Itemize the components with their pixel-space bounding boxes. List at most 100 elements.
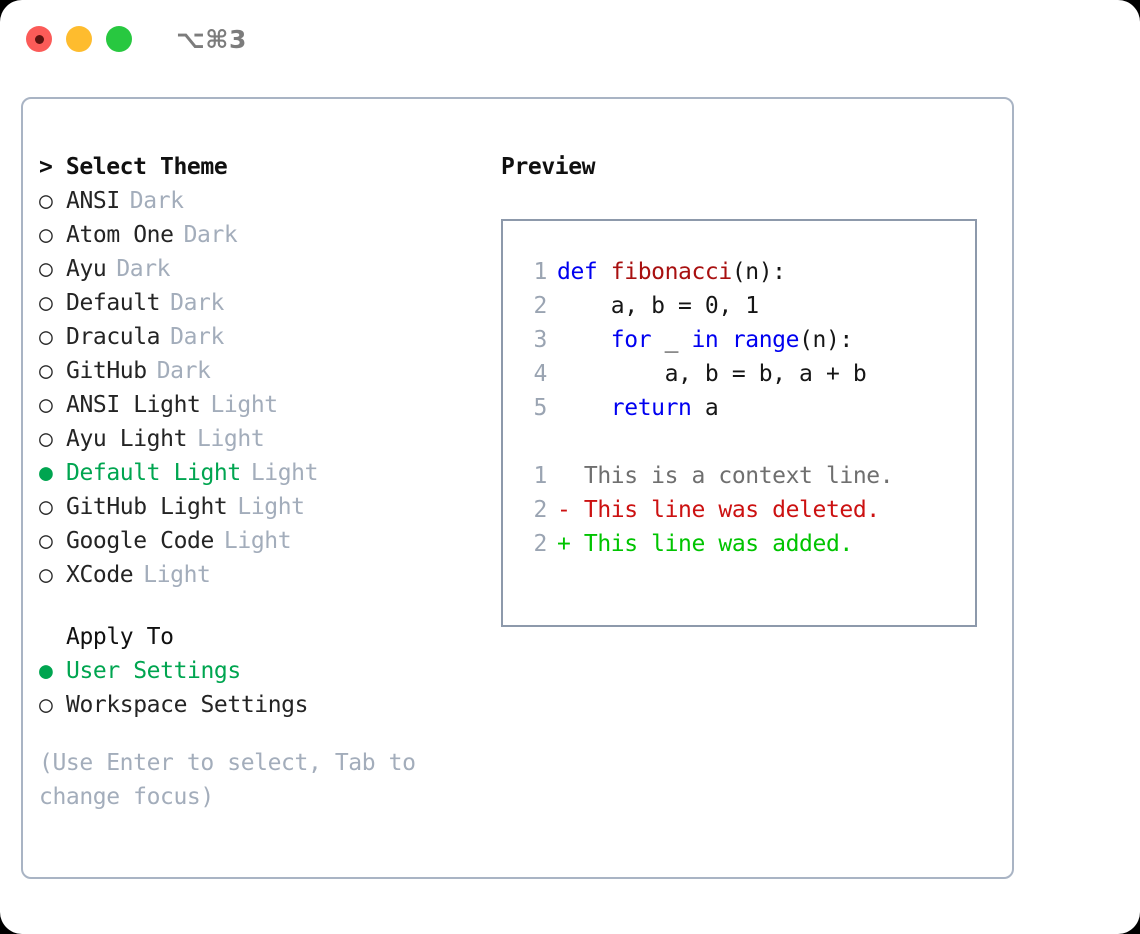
option-label: ANSI Light xyxy=(66,392,201,418)
radio-unselected-icon: ○ xyxy=(39,358,53,384)
code-token: a, b = b, a + b xyxy=(557,361,867,387)
line-number: 3 xyxy=(533,327,548,353)
keyboard-hint-text: (Use Enter to select, Tab to change focu… xyxy=(39,750,416,810)
theme-variant-tag: Dark xyxy=(116,256,171,282)
line-number: 4 xyxy=(533,361,548,387)
apply-to-list[interactable]: ● User Settings ○ Workspace Settings xyxy=(39,654,488,722)
theme-variant-tag: Dark xyxy=(170,324,224,350)
theme-variant-tag: Light xyxy=(223,528,292,554)
option-label: User Settings xyxy=(66,658,241,684)
option-label: Ayu Light xyxy=(66,426,188,452)
radio-unselected-icon: ○ xyxy=(39,256,53,282)
theme-variant-tag: Dark xyxy=(183,222,238,248)
code-token xyxy=(718,323,731,357)
option-label: GitHub Light xyxy=(66,494,228,520)
window-titlebar: ⌥⌘3 xyxy=(0,0,1140,78)
radio-unselected-icon: ○ xyxy=(39,562,53,588)
code-token: (n): xyxy=(731,259,786,285)
apply-to-heading: Apply To xyxy=(66,624,174,650)
option-label: XCode xyxy=(66,562,134,588)
code-token: fibonacci xyxy=(610,259,732,285)
code-line: 1 def fibonacci(n): xyxy=(517,255,975,289)
radio-unselected-icon: ○ xyxy=(39,290,53,316)
diff-line: 2 - This line was deleted. xyxy=(517,493,975,527)
code-line: 2 a, b = 0, 1 xyxy=(517,289,975,323)
minimize-window-button[interactable] xyxy=(66,26,92,52)
close-window-button[interactable] xyxy=(26,26,52,52)
line-number: 2 xyxy=(533,531,548,557)
radio-unselected-icon: ○ xyxy=(39,392,53,418)
apply-to-item[interactable]: ● User Settings xyxy=(39,654,488,688)
preview-heading: Preview xyxy=(501,154,596,180)
theme-list-item[interactable]: ○ XCode Light xyxy=(39,558,488,592)
option-label: GitHub xyxy=(66,358,147,384)
radio-unselected-icon: ○ xyxy=(39,494,53,520)
diff-text: + This line was added. xyxy=(557,531,853,557)
option-label: ANSI xyxy=(66,188,120,214)
traffic-lights xyxy=(26,26,132,52)
theme-variant-tag: Light xyxy=(237,494,305,520)
code-token: _ xyxy=(651,327,692,353)
radio-unselected-icon: ○ xyxy=(39,324,53,350)
code-line: 5 return a xyxy=(517,391,975,425)
code-token: a, b = 0, 1 xyxy=(557,293,759,319)
line-number: 1 xyxy=(533,463,548,489)
theme-variant-tag: Light xyxy=(210,392,278,418)
apply-to-item[interactable]: ○ Workspace Settings xyxy=(39,688,488,722)
radio-unselected-icon: ○ xyxy=(39,528,53,554)
theme-list-item[interactable]: ○ Default Dark xyxy=(39,286,488,320)
option-label: Workspace Settings xyxy=(66,692,309,718)
code-line: 3 for _ in range(n): xyxy=(517,323,975,357)
option-label: Ayu xyxy=(66,256,107,282)
line-number: 2 xyxy=(533,293,548,319)
code-token: return xyxy=(610,395,692,421)
theme-variant-tag: Dark xyxy=(170,290,224,316)
theme-list-item[interactable]: ○ ANSI Light Light xyxy=(39,388,488,422)
select-theme-heading: > Select Theme xyxy=(39,154,228,180)
code-diff-separator xyxy=(503,425,975,459)
theme-variant-tag: Dark xyxy=(129,188,184,214)
radio-unselected-icon: ○ xyxy=(39,222,53,248)
line-number: 2 xyxy=(533,497,548,523)
radio-selected-icon: ● xyxy=(39,658,53,684)
theme-list-item[interactable]: ○ Ayu Dark xyxy=(39,252,488,286)
code-token xyxy=(557,323,611,357)
diff-line: 1 This is a context line. xyxy=(517,459,975,493)
theme-list-item[interactable]: ○ Dracula Dark xyxy=(39,320,488,354)
theme-list-item[interactable]: ○ Ayu Light Light xyxy=(39,422,488,456)
theme-variant-tag: Light xyxy=(197,426,265,452)
option-label: Dracula xyxy=(66,324,161,350)
diff-sample: 1 This is a context line. 2 - This line wa… xyxy=(503,459,975,561)
code-token: range xyxy=(731,327,800,353)
line-number: 1 xyxy=(533,259,548,285)
diff-text: - This line was deleted. xyxy=(557,497,880,523)
option-label: Default Light xyxy=(66,460,241,486)
code-token: (n): xyxy=(799,327,853,353)
radio-unselected-icon: ○ xyxy=(39,692,53,718)
code-token: in xyxy=(691,327,719,353)
theme-variant-tag: Light xyxy=(143,562,211,588)
code-token: a xyxy=(691,395,719,421)
radio-unselected-icon: ○ xyxy=(39,188,53,214)
option-label: Default xyxy=(66,290,161,316)
code-token xyxy=(557,391,611,425)
theme-list-item[interactable]: ○ ANSI Dark xyxy=(39,184,488,218)
diff-text: This is a context line. xyxy=(557,463,894,489)
radio-unselected-icon: ○ xyxy=(39,426,53,452)
maximize-window-button[interactable] xyxy=(106,26,132,52)
theme-list-item[interactable]: ○ GitHub Light Light xyxy=(39,490,488,524)
code-token: def xyxy=(557,259,611,285)
theme-variant-tag: Light xyxy=(250,460,319,486)
line-number: 5 xyxy=(533,395,548,421)
